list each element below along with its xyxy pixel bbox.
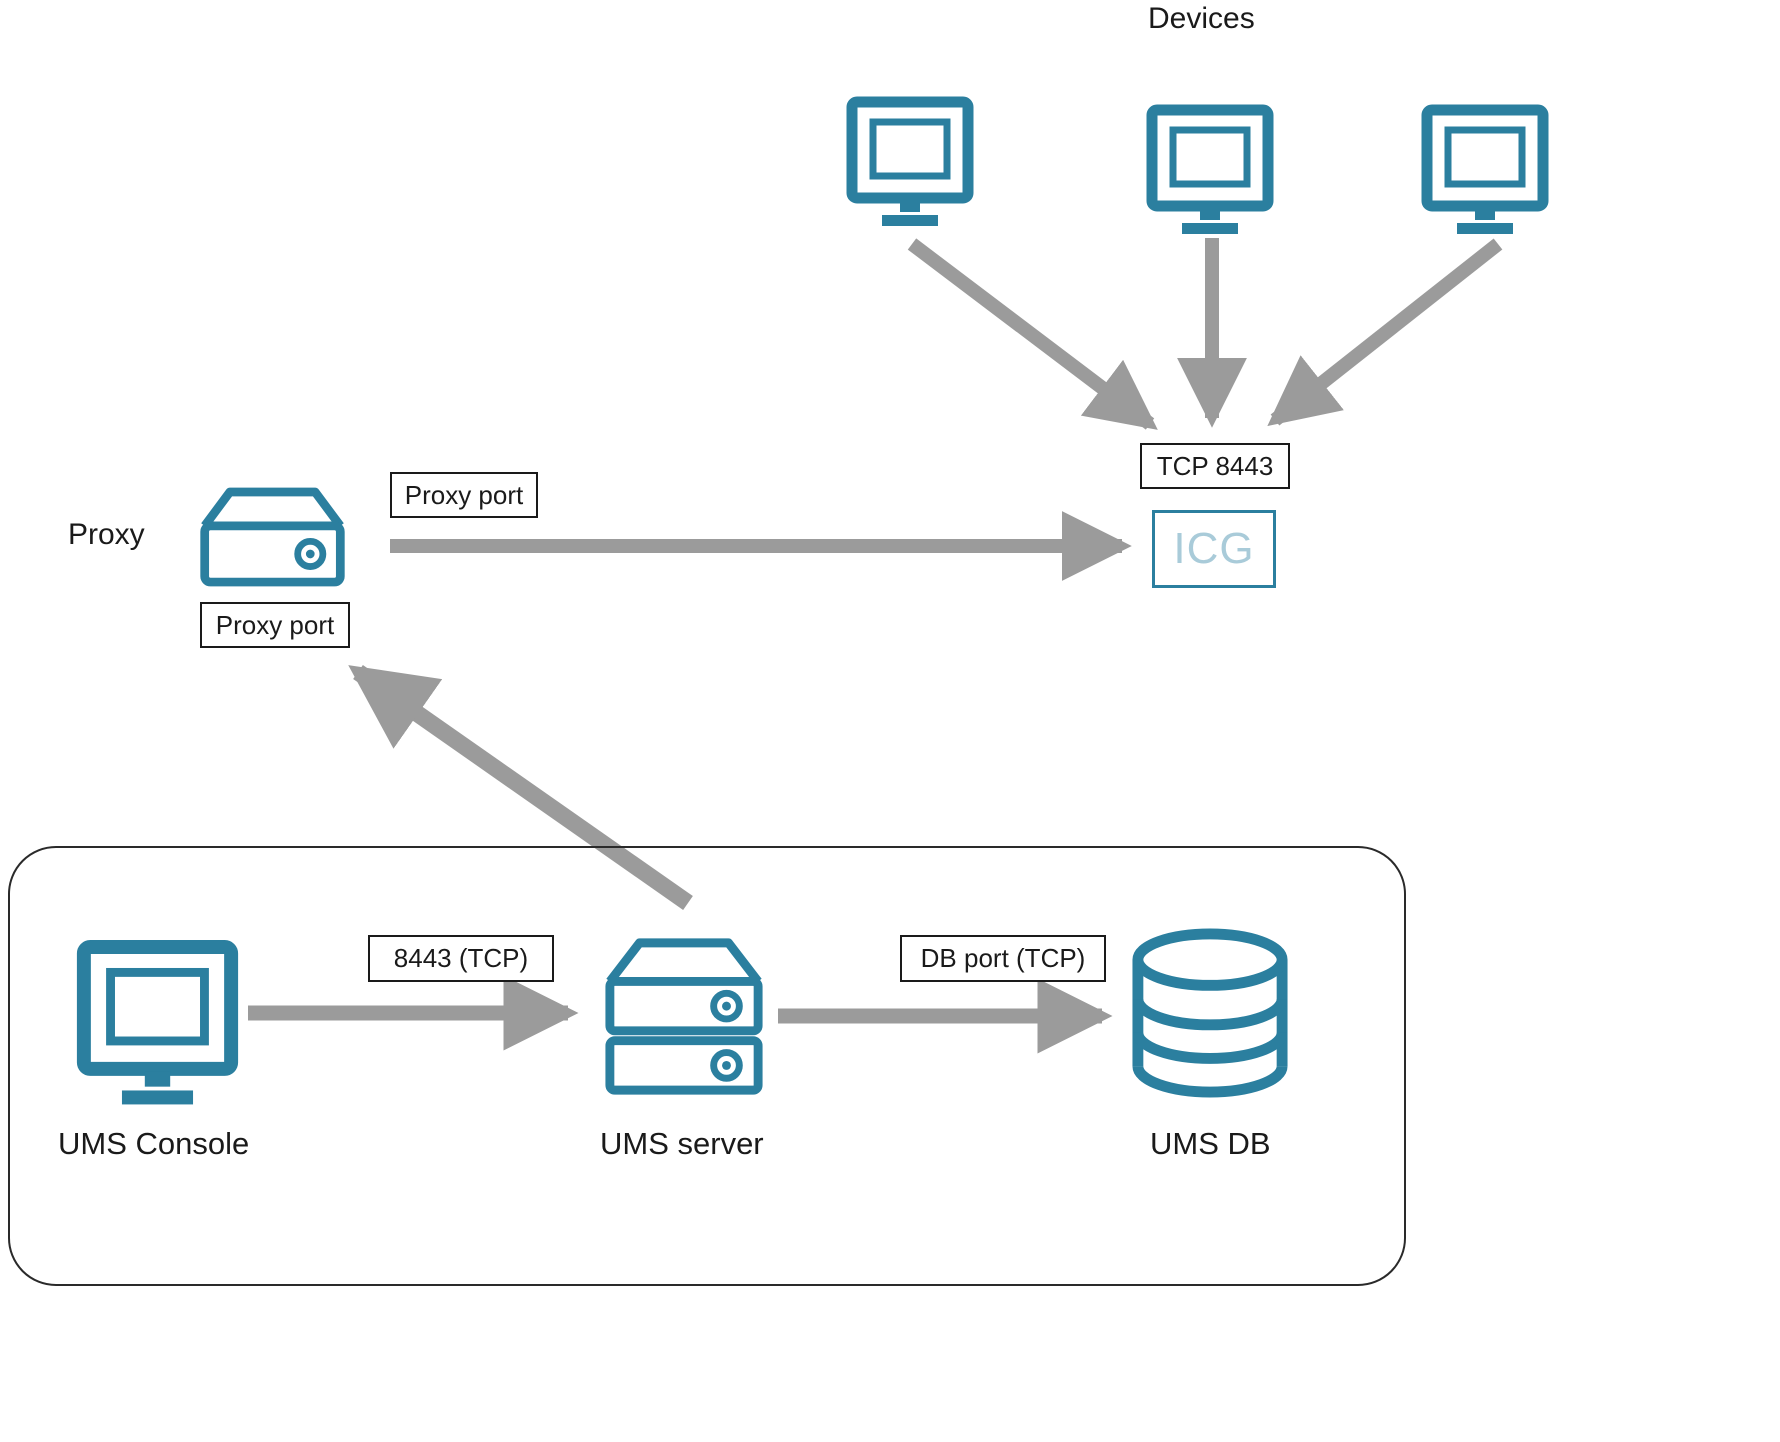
ums-server-icon (600, 932, 768, 1102)
arrow-device1-to-icg (907, 238, 1158, 430)
proxy-label: Proxy (68, 518, 145, 551)
device-monitor-icon-1 (845, 95, 975, 235)
devices-label: Devices (1148, 2, 1255, 35)
tcp-8443-port-label: TCP 8443 (1140, 443, 1290, 489)
proxy-port-label-upper: Proxy port (390, 472, 538, 518)
server-to-db-port-label: DB port (TCP) (900, 935, 1106, 982)
ums-server-label: UMS server (600, 1126, 764, 1161)
device-monitor-icon-2 (1145, 103, 1275, 243)
device-monitor-icon-3 (1420, 103, 1550, 243)
proxy-port-label-lower: Proxy port (200, 602, 350, 648)
ums-console-icon (75, 938, 240, 1116)
ums-db-icon (1130, 928, 1290, 1098)
arrow-ums-server-to-proxy (348, 665, 693, 910)
proxy-server-icon (195, 483, 350, 592)
icg-node: ICG (1152, 510, 1276, 588)
ums-db-label: UMS DB (1150, 1126, 1271, 1161)
ums-group-container (8, 846, 1406, 1286)
console-to-server-port-label: 8443 (TCP) (368, 935, 554, 982)
arrow-device3-to-icg (1267, 238, 1503, 427)
ums-console-label: UMS Console (58, 1126, 250, 1161)
